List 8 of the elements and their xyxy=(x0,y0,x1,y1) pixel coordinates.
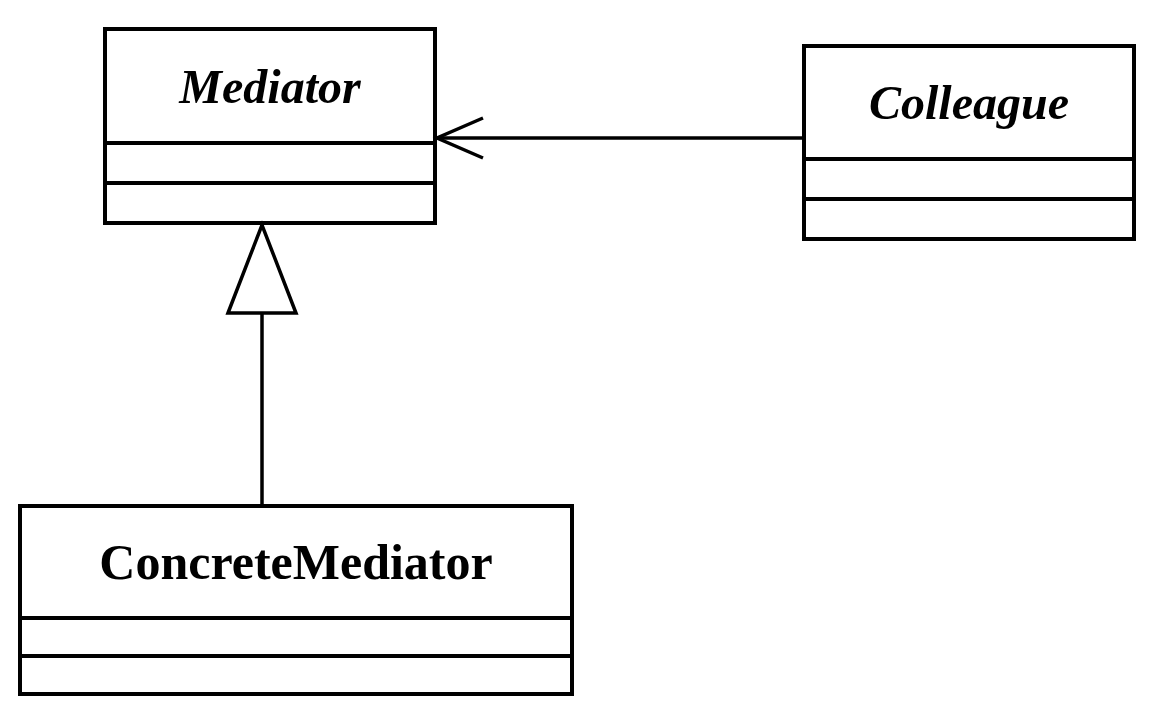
association-arrow xyxy=(435,116,802,160)
class-name: ConcreteMediator xyxy=(98,533,494,592)
class-name: Mediator xyxy=(177,58,362,115)
class-box xyxy=(802,44,1136,241)
class-name: Colleague xyxy=(868,75,1070,131)
class-box xyxy=(103,27,437,225)
class-box xyxy=(18,504,574,696)
inheritance-arrow xyxy=(226,223,298,504)
